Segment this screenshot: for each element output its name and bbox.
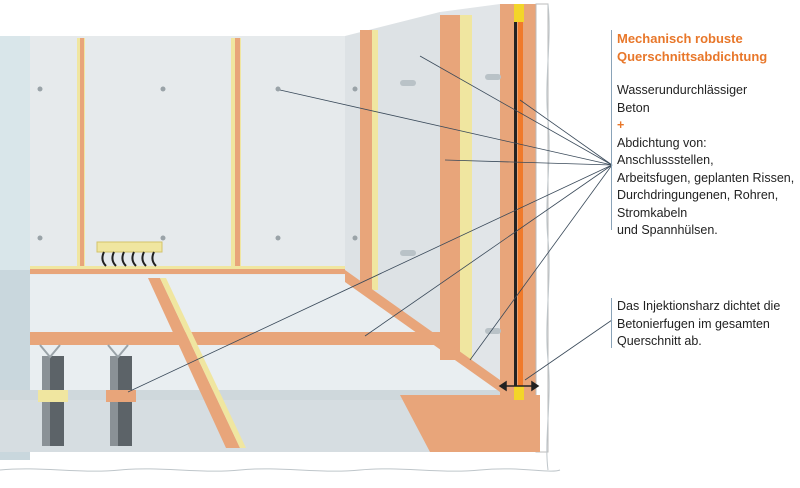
description-line-5: Arbeitsfugen, geplanten Rissen, (617, 170, 795, 185)
wall-section-strip (535, 3, 549, 453)
note-text: Das Injektionsharz dichtet die Betonierf… (617, 298, 780, 351)
connector-block (96, 241, 163, 253)
note-line-3: Querschnitt ab. (617, 334, 702, 348)
description-line-6: Durchdringungenen, Rohren, (617, 188, 779, 202)
seal-strip-2 (235, 38, 240, 273)
side-spacers (400, 74, 501, 334)
base-hose-back (30, 266, 345, 269)
ground-wave (0, 468, 561, 472)
description-line-3: Abdichtung von: (617, 135, 707, 150)
base-seal-back (30, 268, 345, 274)
seal-strip-3 (360, 30, 372, 290)
description-line-1: Wasserundurchlässiger (617, 83, 748, 97)
hose-strip-3 (372, 30, 378, 290)
heading-line-2: Querschnittsabdichtung (617, 49, 768, 64)
description-line-4: Anschlussstellen, (617, 153, 714, 167)
seal-strip-4 (440, 15, 460, 360)
note-rule (611, 298, 612, 348)
joint-black (514, 6, 517, 396)
joint-yellow-top (514, 4, 524, 22)
note-line-1: Das Injektionsharz dichtet die (617, 299, 781, 313)
description-text: Wasserundurchlässiger Beton + Abdichtung… (617, 82, 794, 240)
note-line-2: Betonierfugen im gesamten (617, 316, 770, 331)
heading: Mechanisch robuste Querschnittsabdichtun… (617, 30, 767, 66)
joint-yellow-bottom (514, 386, 524, 400)
connector-hoses (101, 251, 157, 267)
seal-strip-1 (80, 38, 84, 273)
right-wave (546, 3, 550, 471)
base-slab-orange (400, 395, 540, 452)
pipe-right (106, 344, 136, 446)
description-line-7: Stromkabeln (617, 205, 688, 220)
floor-beam (30, 332, 440, 345)
title-rule (611, 30, 612, 230)
description-line-8: und Spannhülsen. (617, 223, 718, 237)
heading-line-1: Mechanisch robuste (617, 31, 743, 46)
double-arrow (498, 380, 540, 392)
diagonal-beam-hose (160, 278, 246, 448)
plus-sign: + (617, 118, 625, 132)
description-line-2: Beton (617, 100, 650, 115)
joint-orange (518, 6, 523, 396)
base-slab (0, 400, 540, 452)
anchor-dots (37, 86, 358, 241)
side-base-seal (345, 270, 500, 392)
pipe-left (38, 344, 68, 446)
hose-strip-4 (460, 15, 472, 360)
diagonal-beam (148, 278, 240, 448)
leader-lines (127, 55, 613, 393)
back-wall (30, 36, 345, 275)
